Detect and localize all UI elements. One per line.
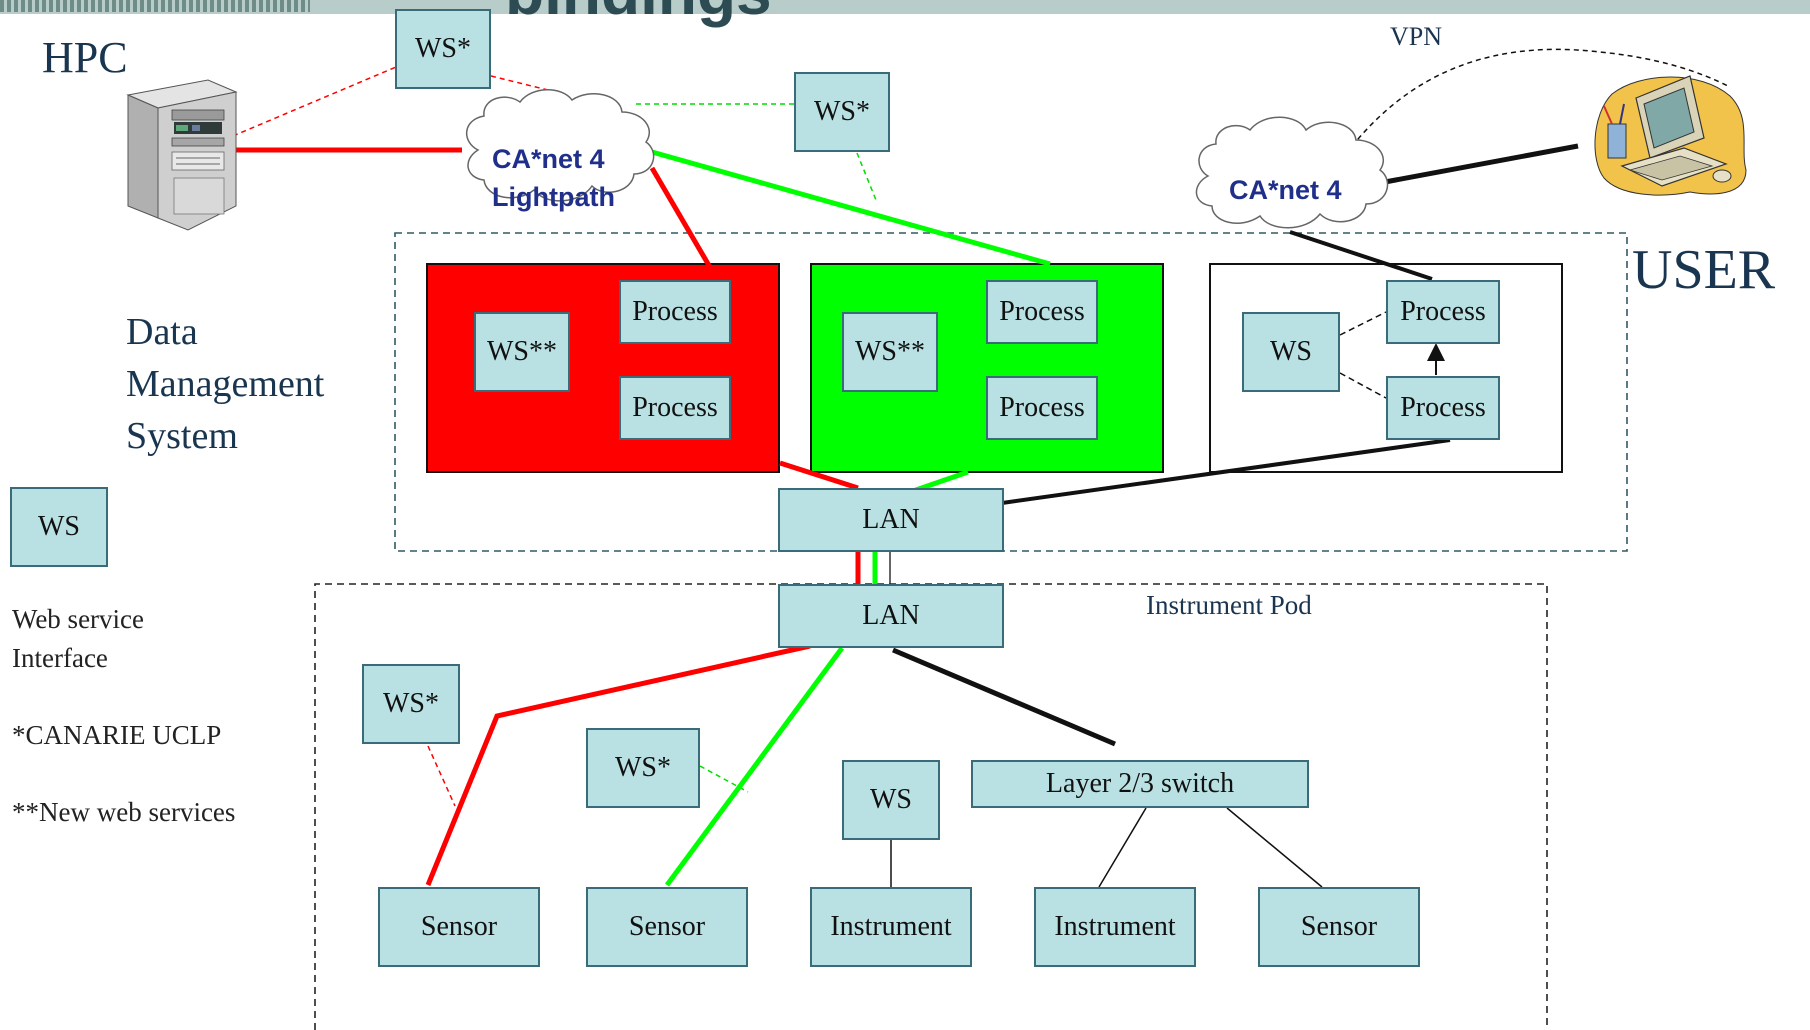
dms-label-line-2: Management (126, 362, 324, 406)
lan-upper-box[interactable]: LAN (778, 488, 1004, 552)
pod-ws1-dashed (428, 746, 455, 806)
red-process-1-box[interactable]: Process (619, 280, 731, 344)
sensor-2-box[interactable]: Sensor (586, 887, 748, 967)
lightpath-cloud-label-1: CA*net 4 (492, 144, 605, 175)
switch-instrument-line (1099, 808, 1146, 887)
lan-switch-black (893, 650, 1115, 744)
user-cloud-label: CA*net 4 (1229, 175, 1342, 206)
server-icon (128, 80, 236, 230)
dms-label-line-3: System (126, 414, 238, 458)
legend-ws-desc-2: Interface (12, 643, 108, 674)
user-label: USER (1632, 238, 1775, 302)
cloud-green-link (652, 152, 1050, 264)
switch-box[interactable]: Layer 2/3 switch (971, 760, 1309, 808)
ws-star-mid-box[interactable]: WS* (794, 72, 890, 152)
green-process-2-box[interactable]: Process (986, 376, 1098, 440)
pod-ws-box[interactable]: WS (842, 760, 940, 840)
legend-canarie: *CANARIE UCLP (12, 720, 221, 751)
red-ws-box[interactable]: WS** (474, 312, 570, 392)
white-process-1-box[interactable]: Process (1386, 280, 1500, 344)
switch-sensor-line (1227, 808, 1322, 887)
instrument-1-box[interactable]: Instrument (810, 887, 972, 967)
hpc-label: HPC (42, 32, 128, 83)
vpn-label: VPN (1390, 22, 1442, 52)
pod-ws-star-2-box[interactable]: WS* (586, 728, 700, 808)
lan-lower-box[interactable]: LAN (778, 584, 1004, 648)
red-process-2-box[interactable]: Process (619, 376, 731, 440)
cloud-icon (1196, 117, 1387, 228)
instrument-pod-label: Instrument Pod (1146, 590, 1312, 621)
lightpath-cloud-label-2: Lightpath (492, 182, 615, 213)
legend-ws-box: WS (10, 487, 108, 567)
ws-mid-down-dashed (857, 153, 876, 200)
dms-label-line-1: Data (126, 310, 198, 354)
instrument-2-box[interactable]: Instrument (1034, 887, 1196, 967)
white-process-2-box[interactable]: Process (1386, 376, 1500, 440)
sensor-3-box[interactable]: Sensor (1258, 887, 1420, 967)
legend-ws-desc-1: Web service (12, 604, 144, 635)
sensor-1-box[interactable]: Sensor (378, 887, 540, 967)
green-process-1-box[interactable]: Process (986, 280, 1098, 344)
legend-new-ws: **New web services (12, 797, 235, 828)
white-ws-box[interactable]: WS (1242, 312, 1340, 392)
cloud-user-black (1385, 146, 1578, 182)
green-ws-box[interactable]: WS** (842, 312, 938, 392)
ws-hpc-dashed (233, 67, 396, 136)
computer-icon (1595, 76, 1746, 195)
ws-star-top-box[interactable]: WS* (395, 9, 491, 89)
pod-ws-star-1-box[interactable]: WS* (362, 664, 460, 744)
